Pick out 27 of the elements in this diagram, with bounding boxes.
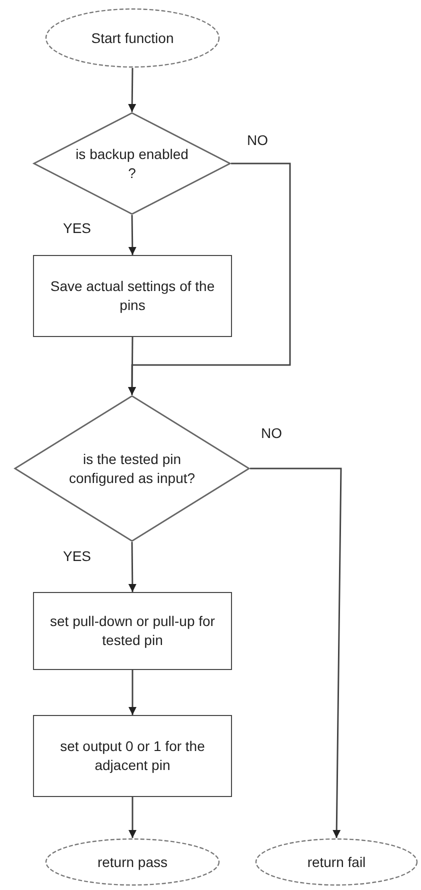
decision-diamond: [14, 395, 250, 542]
arrow: [128, 214, 136, 256]
edge-label: YES: [62, 220, 92, 236]
process-box: [33, 592, 232, 670]
edge-label: NO: [260, 425, 283, 441]
step-text: return fail: [306, 852, 367, 872]
arrow: [128, 542, 136, 592]
arrow: [128, 670, 136, 715]
arrow: [128, 337, 136, 395]
step-text: set output 0 or 1 for the adjacent pin: [59, 737, 206, 775]
process-box: [33, 255, 232, 337]
step-text: is the tested pin configured as input?: [68, 450, 196, 488]
edge-label: NO: [246, 132, 269, 148]
edge-label: YES: [62, 548, 92, 564]
terminal-ellipse: [255, 838, 418, 886]
step-text: Start function: [90, 28, 175, 48]
step-text: return pass: [96, 852, 169, 872]
terminal-ellipse: [45, 8, 220, 68]
step-text: is backup enabled ?: [74, 144, 190, 182]
step-text: Save actual settings of the pins: [49, 277, 216, 315]
arrow: [128, 797, 136, 838]
terminal-ellipse: [45, 838, 220, 886]
process-box: [33, 715, 232, 797]
arrow: [250, 468, 342, 838]
decision-diamond: [33, 112, 231, 215]
arrow: [128, 68, 136, 112]
step-text: set pull-down or pull-up for tested pin: [49, 612, 216, 650]
